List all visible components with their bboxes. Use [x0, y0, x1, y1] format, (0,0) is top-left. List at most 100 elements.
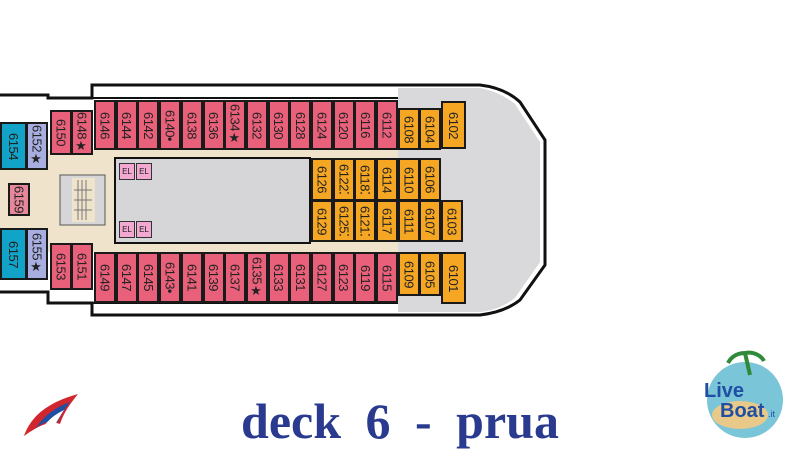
cabin-number: 6143• [162, 262, 178, 293]
cabin-6120[interactable]: 6120 [332, 100, 355, 150]
cabin-6127[interactable]: 6127 [311, 252, 333, 303]
cabin-6107[interactable]: 6107 [419, 200, 441, 242]
cabin-6102[interactable]: 6102 [441, 101, 466, 149]
cabin-number: 6131 [292, 264, 308, 291]
cabin-6122[interactable]: 6122⁚ [333, 158, 355, 201]
cabin-number: 6140• [162, 109, 178, 141]
deck-title: deck 6 - prua [241, 393, 559, 449]
cabin-6104[interactable]: 6104 [419, 108, 441, 150]
cabin-6147[interactable]: 6147 [115, 252, 138, 303]
cabin-6159[interactable]: 6159 [8, 183, 30, 216]
cabin-number: 6136 [206, 111, 221, 139]
cabin-6157[interactable]: 6157 [0, 228, 27, 280]
cabin-6149[interactable]: 6149 [94, 252, 116, 303]
cabin-number: 6127 [314, 264, 330, 291]
cabin-number: 6142 [140, 111, 156, 139]
cabin-6153[interactable]: 6153 [50, 243, 72, 290]
cabin-6103[interactable]: 6103 [441, 200, 463, 242]
cabin-number: 6144 [119, 111, 135, 139]
cabin-number: 6132 [249, 111, 265, 139]
cabin-6145[interactable]: 6145 [137, 252, 160, 303]
cabin-6126[interactable]: 6126 [311, 158, 333, 201]
cabin-6151[interactable]: 6151 [71, 243, 93, 290]
cabin-6111[interactable]: 6111 [398, 200, 420, 242]
cabin-6138[interactable]: 6138 [180, 100, 203, 150]
cabin-number: 6118⁚ [357, 164, 373, 195]
cabin-number: 6110 [401, 166, 417, 193]
cabin-number: 6120 [336, 111, 352, 139]
cabin-6101[interactable]: 6101 [441, 252, 466, 304]
cabin-number: 6114 [379, 166, 395, 193]
svg-text:Live: Live [704, 380, 744, 402]
cabin-6142[interactable]: 6142 [137, 100, 160, 150]
cabin-number: 6126 [314, 166, 330, 193]
svg-text:.it: .it [768, 409, 776, 419]
cabin-6146[interactable]: 6146 [94, 100, 116, 150]
cabin-number: 6109 [401, 260, 417, 288]
cabin-6121[interactable]: 6121⁚ [354, 200, 376, 242]
cabin-6143[interactable]: 6143• [159, 252, 182, 303]
cabin-6124[interactable]: 6124 [311, 100, 333, 150]
cabin-number: 6119 [357, 264, 373, 291]
cabin-6150[interactable]: 6150 [50, 110, 72, 155]
cabin-6155[interactable]: 6155★ [26, 228, 48, 280]
cabin-6148[interactable]: 6148★ [71, 110, 93, 155]
cabin-6106[interactable]: 6106 [419, 158, 441, 201]
cabin-6117[interactable]: 6117 [376, 200, 398, 242]
cabin-6152[interactable]: 6152★ [26, 122, 48, 170]
cabin-6110[interactable]: 6110 [398, 158, 420, 201]
cabin-6116[interactable]: 6116 [354, 100, 377, 150]
cabin-number: 6153 [53, 253, 69, 280]
cabin-6139[interactable]: 6139 [202, 252, 225, 303]
cabin-number: 6134★ [227, 104, 243, 146]
cabin-number: 6116 [357, 112, 373, 138]
cabin-number: 6148★ [74, 111, 90, 154]
cabin-6134[interactable]: 6134★ [224, 100, 247, 150]
cabin-number: 6152★ [29, 125, 45, 167]
cabin-6123[interactable]: 6123 [332, 252, 355, 303]
cabin-6141[interactable]: 6141 [180, 252, 203, 303]
cabin-number: 6138 [184, 111, 200, 139]
cabin-6119[interactable]: 6119 [354, 252, 377, 303]
cabin-number: 6105 [422, 260, 438, 288]
cabin-6112[interactable]: 6112 [376, 100, 399, 150]
cabin-6115[interactable]: 6115 [376, 252, 399, 303]
cabin-6118[interactable]: 6118⁚ [354, 158, 376, 201]
cabin-number: 6145 [140, 264, 156, 291]
cabin-6130[interactable]: 6130 [267, 100, 290, 150]
cabin-number: 6129 [314, 207, 330, 235]
cabin-6135[interactable]: 6135★ [245, 252, 268, 303]
cabin-number: 6155★ [29, 233, 45, 275]
cabin-6131[interactable]: 6131 [289, 252, 312, 303]
cabin-number: 6130 [271, 111, 287, 139]
cabin-6133[interactable]: 6133 [267, 252, 290, 303]
cabin-6125[interactable]: 6125⁚ [333, 200, 355, 242]
cabin-number: 6111 [401, 208, 417, 234]
cabin-6137[interactable]: 6137 [224, 252, 247, 303]
cabin-6136[interactable]: 6136 [202, 100, 225, 150]
cabin-6129[interactable]: 6129 [311, 200, 333, 242]
cabin-number: 6151 [74, 253, 90, 280]
cabin-6144[interactable]: 6144 [115, 100, 138, 150]
cabin-6128[interactable]: 6128 [289, 100, 312, 150]
cabin-number: 6117 [379, 208, 395, 234]
cabin-number: 6137 [227, 264, 243, 291]
cabin-number: 6139 [206, 264, 221, 291]
cabin-number: 6146 [97, 111, 113, 139]
cabin-number: 6122⁚ [336, 164, 352, 195]
cabin-number: 6128 [292, 111, 308, 139]
cabin-number: 6101 [446, 264, 461, 292]
cabin-6109[interactable]: 6109 [398, 252, 420, 296]
cabin-6140[interactable]: 6140• [159, 100, 182, 150]
cabin-6132[interactable]: 6132 [245, 100, 268, 150]
cabin-6154[interactable]: 6154 [0, 122, 27, 170]
cabin-6108[interactable]: 6108 [398, 108, 420, 150]
cabin-6114[interactable]: 6114 [376, 158, 398, 201]
cabin-number: 6125⁚ [336, 205, 352, 237]
cabin-6105[interactable]: 6105 [419, 252, 441, 296]
cabin-number: 6135★ [249, 256, 265, 299]
elevator: EL [136, 163, 152, 180]
cabin-number: 6106 [422, 166, 438, 193]
cabin-number: 6123 [336, 264, 352, 291]
elevator: EL [119, 163, 135, 180]
